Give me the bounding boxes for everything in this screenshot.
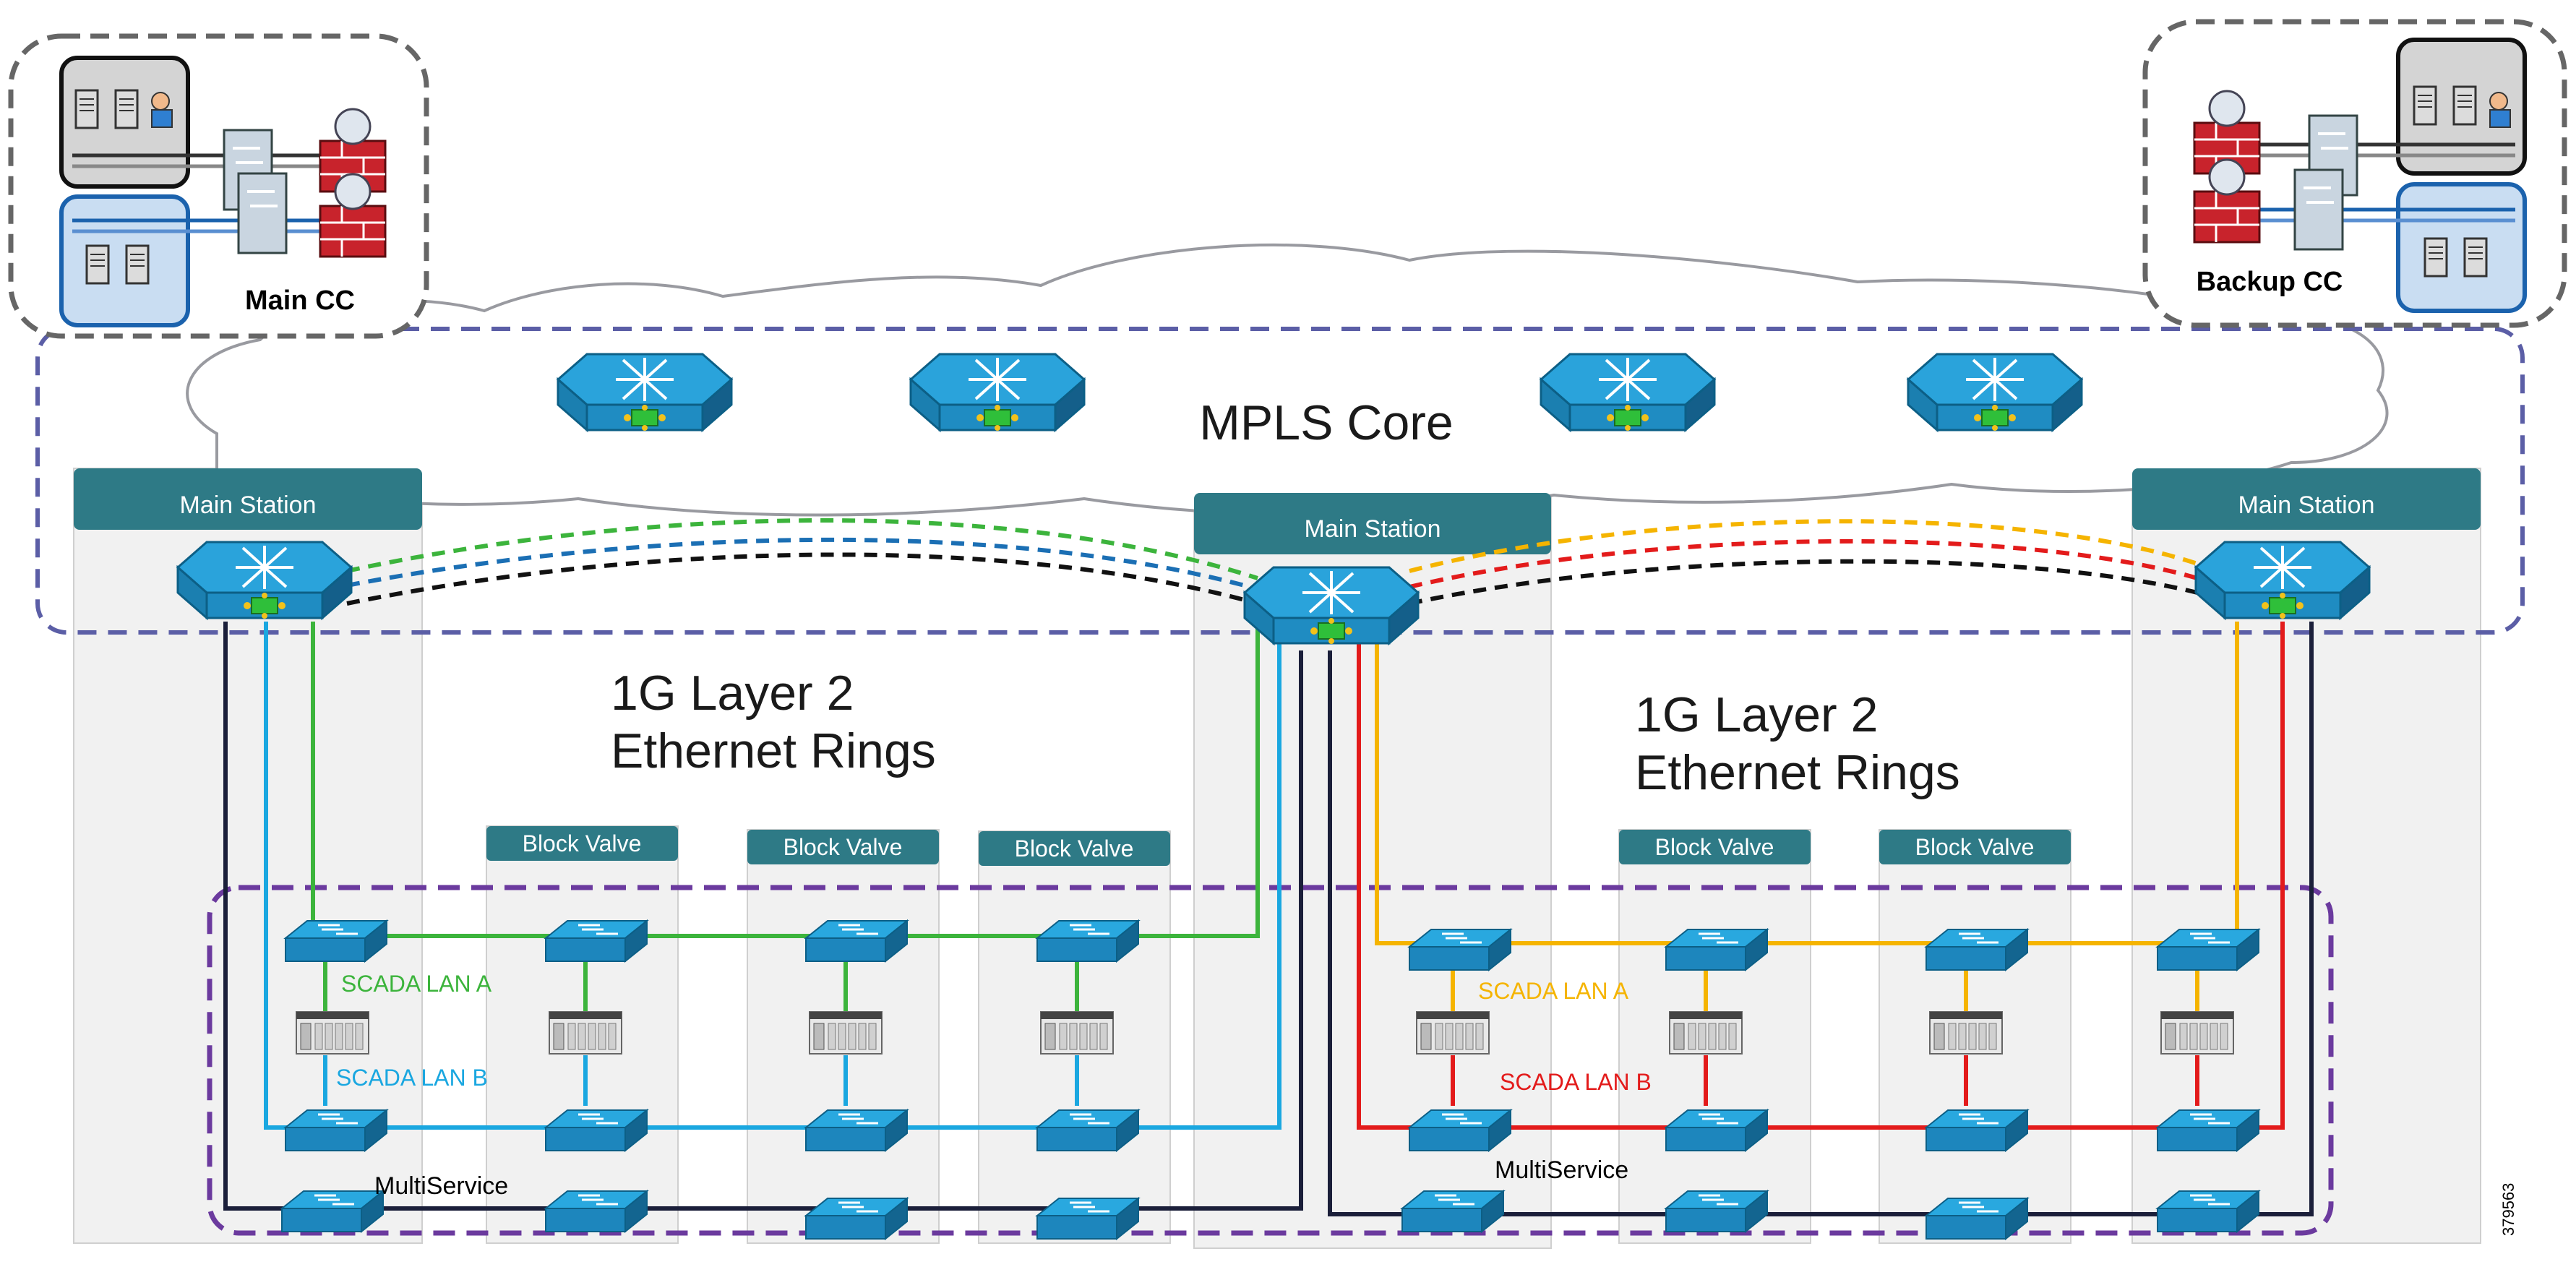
mpls-core-router-3[interactable]: [1540, 353, 1716, 432]
mpls-core-router-1[interactable]: [557, 353, 733, 432]
right-lan-a-links: [1375, 622, 2239, 1012]
main-station-center-router[interactable]: [1243, 566, 1420, 645]
right-lan-b-links: [1357, 622, 2285, 1130]
switch-lan-b-7[interactable]: [1925, 1109, 2029, 1152]
switch-multiservice-5[interactable]: [1401, 1190, 1505, 1233]
switch-multiservice-8[interactable]: [2156, 1190, 2260, 1233]
mpls-core-router-4[interactable]: [1907, 353, 2083, 432]
switch-lan-b-8[interactable]: [2156, 1109, 2260, 1152]
switch-lan-b-3[interactable]: [804, 1109, 909, 1152]
main-station-center-title: Main Station: [1305, 515, 1441, 543]
right-ring-label-line1: 1G Layer 2: [1635, 687, 1878, 742]
main-station-right-header: Main Station: [2132, 468, 2481, 530]
main-station-left-router[interactable]: [176, 541, 353, 620]
main-cc-server-group-b: [59, 194, 190, 327]
mpls-core-router-2[interactable]: [909, 353, 1086, 432]
switch-multiservice-6[interactable]: [1665, 1190, 1769, 1233]
block-valve-title-4: Block Valve: [1655, 834, 1774, 860]
block-valve-title-1: Block Valve: [523, 830, 642, 856]
left-lan-a-label: SCADA LAN A: [341, 971, 492, 997]
switch-lan-a-5[interactable]: [1408, 928, 1512, 971]
switch-multiservice-4[interactable]: [1036, 1197, 1140, 1240]
main-cc-label: Main CC: [245, 285, 355, 316]
switch-lan-a-1[interactable]: [284, 919, 388, 963]
switch-lan-b-2[interactable]: [544, 1109, 648, 1152]
main-station-left-header: Main Station: [74, 468, 422, 530]
switch-lan-b-5[interactable]: [1408, 1109, 1512, 1152]
switch-lan-b-1[interactable]: [284, 1109, 388, 1152]
main-station-right-title: Main Station: [2238, 491, 2375, 519]
backup-cc-server-3[interactable]: [2423, 237, 2448, 278]
switch-multiservice-2[interactable]: [544, 1190, 648, 1233]
switch-multiservice-3[interactable]: [804, 1197, 909, 1240]
main-cc-server-4[interactable]: [125, 244, 150, 285]
left-lan-a-links: [311, 622, 1260, 1012]
backup-cc-server-1[interactable]: [2413, 85, 2437, 126]
left-lan-b-links: [264, 622, 1281, 1130]
rtu-1[interactable]: [296, 1011, 369, 1055]
backup-cc: Backup CC: [2142, 19, 2567, 328]
switch-lan-a-2[interactable]: [544, 919, 648, 963]
user-icon: [151, 92, 170, 111]
operator-console-icon: [151, 109, 173, 128]
block-valve-title-3: Block Valve: [1015, 836, 1134, 862]
right-lan-a-label: SCADA LAN A: [1478, 978, 1629, 1004]
left-multiservice-links: [223, 622, 1303, 1211]
main-station-right-router[interactable]: [2194, 541, 2371, 620]
switch-lan-b-6[interactable]: [1665, 1109, 1769, 1152]
right-multiservice-links: [1328, 622, 2314, 1216]
block-valve-title-5: Block Valve: [1915, 834, 2035, 860]
switch-lan-a-6[interactable]: [1665, 928, 1769, 971]
switch-lan-a-4[interactable]: [1036, 919, 1140, 963]
block-valve-headers: Block Valve Block Valve Block Valve Bloc…: [486, 826, 2071, 866]
rtu-3[interactable]: [809, 1011, 883, 1055]
switch-multiservice-7[interactable]: [1925, 1197, 2029, 1240]
rtu-7[interactable]: [1929, 1011, 2003, 1055]
left-multiservice-label: MultiService: [374, 1172, 508, 1200]
main-cc-server-3[interactable]: [85, 244, 110, 285]
backup-cc-server-4[interactable]: [2463, 237, 2488, 278]
main-cc-server-2[interactable]: [114, 89, 139, 129]
right-lan-b-label: SCADA LAN B: [1500, 1069, 1652, 1095]
main-station-left-title: Main Station: [180, 491, 317, 519]
backup-cc-server-group-b: [2396, 182, 2527, 313]
switch-lan-b-4[interactable]: [1036, 1109, 1140, 1152]
backup-cc-switch-2[interactable]: [2293, 168, 2344, 251]
figure-id: 379563: [2499, 1183, 2517, 1236]
right-ring-label-line2: Ethernet Rings: [1635, 745, 1960, 800]
left-ring-label-line2: Ethernet Rings: [611, 723, 936, 778]
rtu-8[interactable]: [2160, 1011, 2234, 1055]
switch-multiservice-1[interactable]: [280, 1190, 385, 1233]
rtu-4[interactable]: [1040, 1011, 1114, 1055]
main-cc: Main CC: [8, 33, 429, 339]
mpls-core-label: MPLS Core: [1199, 395, 1453, 450]
operator-console-icon: [2489, 109, 2511, 128]
left-lan-b-label: SCADA LAN B: [336, 1065, 488, 1091]
switch-lan-a-8[interactable]: [2156, 928, 2260, 971]
backup-cc-server-2[interactable]: [2452, 85, 2477, 126]
right-multiservice-label: MultiService: [1495, 1156, 1628, 1184]
main-cc-server-1[interactable]: [74, 89, 99, 129]
left-ring-label-line1: 1G Layer 2: [611, 666, 854, 721]
block-valve-title-2: Block Valve: [783, 834, 903, 860]
main-cc-switch-2[interactable]: [237, 172, 288, 254]
core-links: [346, 518, 2198, 606]
switch-lan-a-3[interactable]: [804, 919, 909, 963]
rtu-6[interactable]: [1669, 1011, 1743, 1055]
rtu-2[interactable]: [549, 1011, 622, 1055]
field-network-boundary: [207, 885, 2334, 1236]
user-icon: [2489, 92, 2508, 111]
rtu-5[interactable]: [1416, 1011, 1490, 1055]
switch-lan-a-7[interactable]: [1925, 928, 2029, 971]
main-station-center-header: Main Station: [1194, 493, 1551, 554]
backup-cc-label: Backup CC: [2197, 267, 2343, 297]
